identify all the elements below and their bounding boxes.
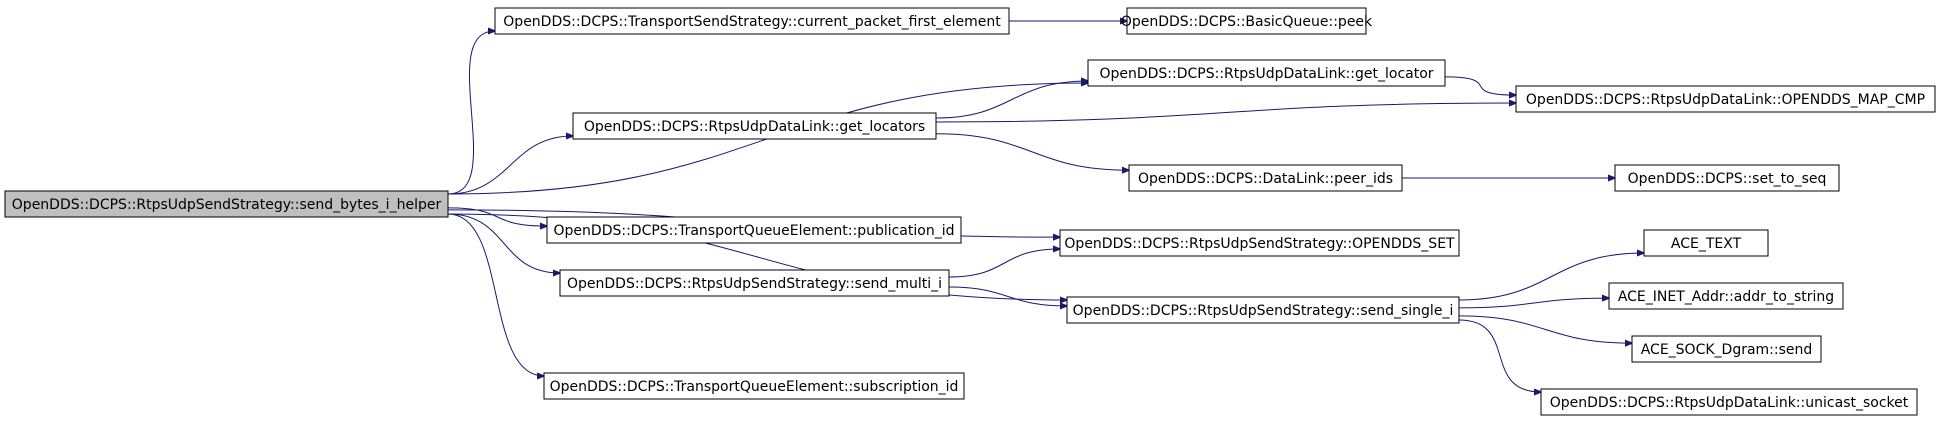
node-box: [1059, 229, 1460, 257]
node-addrstr[interactable]: ACE_INET_Addr::addr_to_string: [1608, 282, 1844, 310]
edge-root-to-subid: [447, 213, 544, 376]
node-box: [572, 112, 937, 140]
edge-root-to-cpfe: [447, 31, 495, 195]
node-label: OpenDDS::DCPS::TransportQueueElement::pu…: [554, 223, 955, 239]
node-box: [1631, 335, 1822, 363]
node-box: [1087, 59, 1446, 87]
node-label: OpenDDS::DCPS::set_to_seq: [1628, 171, 1827, 187]
node-label: OpenDDS::DCPS::RtpsUdpSendStrategy::send…: [12, 197, 442, 213]
node-subid[interactable]: OpenDDS::DCPS::TransportQueueElement::su…: [543, 372, 965, 400]
node-dgram[interactable]: ACE_SOCK_Dgram::send: [1631, 335, 1822, 363]
edge-getloc-to-mapcmp: [1444, 76, 1516, 95]
node-peerids[interactable]: OpenDDS::DCPS::DataLink::peer_ids: [1128, 164, 1403, 192]
node-box: [494, 7, 1010, 35]
node-mapcmp[interactable]: OpenDDS::DCPS::RtpsUdpDataLink::OPENDDS_…: [1515, 85, 1936, 113]
node-peek[interactable]: OpenDDS::DCPS::BasicQueue::peek: [1121, 7, 1373, 35]
node-label: OpenDDS::DCPS::RtpsUdpDataLink::get_loca…: [584, 119, 925, 135]
node-label: OpenDDS::DCPS::RtpsUdpSendStrategy::send…: [1073, 303, 1454, 319]
node-label: ACE_TEXT: [1671, 236, 1742, 252]
edge-multi-to-single: [948, 286, 1067, 306]
node-box: [1614, 164, 1840, 192]
node-box: [1608, 282, 1844, 310]
node-unicast[interactable]: OpenDDS::DCPS::RtpsUdpDataLink::unicast_…: [1540, 388, 1918, 416]
edge-root-to-pubid: [447, 207, 547, 226]
node-single[interactable]: OpenDDS::DCPS::RtpsUdpSendStrategy::send…: [1066, 296, 1460, 324]
node-box: [1126, 7, 1367, 35]
edge-root-to-multi: [447, 213, 560, 273]
node-getloc[interactable]: OpenDDS::DCPS::RtpsUdpDataLink::get_loca…: [1087, 59, 1446, 87]
node-root[interactable]: OpenDDS::DCPS::RtpsUdpSendStrategy::send…: [4, 190, 449, 218]
edges-layer: [447, 21, 1644, 392]
node-cpfe[interactable]: OpenDDS::DCPS::TransportSendStrategy::cu…: [494, 7, 1010, 35]
node-label: OpenDDS::DCPS::RtpsUdpSendStrategy::send…: [567, 276, 942, 292]
node-pubid[interactable]: OpenDDS::DCPS::TransportQueueElement::pu…: [546, 216, 962, 244]
edge-getlocs-to-getloc: [935, 81, 1088, 119]
node-box: [1515, 85, 1936, 113]
node-label: OpenDDS::DCPS::TransportSendStrategy::cu…: [503, 14, 1001, 30]
edge-root-to-getlocs: [447, 136, 573, 195]
edge-getlocs-to-peerids: [935, 133, 1129, 170]
edge-single-to-acetext: [1458, 253, 1644, 301]
node-multi[interactable]: OpenDDS::DCPS::RtpsUdpSendStrategy::send…: [559, 269, 950, 297]
edge-multi-to-oset: [948, 249, 1060, 278]
node-label: OpenDDS::DCPS::RtpsUdpDataLink::unicast_…: [1550, 395, 1909, 411]
edge-single-to-unicast: [1458, 319, 1541, 392]
node-label: OpenDDS::DCPS::RtpsUdpDataLink::OPENDDS_…: [1526, 92, 1925, 108]
nodes-layer: OpenDDS::DCPS::RtpsUdpSendStrategy::send…: [4, 7, 1936, 416]
node-box: [543, 372, 965, 400]
node-label: OpenDDS::DCPS::RtpsUdpDataLink::get_loca…: [1099, 66, 1433, 82]
node-box: [1540, 388, 1918, 416]
node-label: OpenDDS::DCPS::RtpsUdpSendStrategy::OPEN…: [1064, 236, 1455, 252]
node-label: OpenDDS::DCPS::TransportQueueElement::su…: [550, 379, 959, 395]
edge-single-to-dgram: [1458, 315, 1632, 343]
node-label: ACE_SOCK_Dgram::send: [1641, 342, 1813, 358]
node-box: [559, 269, 950, 297]
node-box: [4, 190, 449, 218]
node-label: OpenDDS::DCPS::BasicQueue::peek: [1121, 14, 1373, 30]
edge-single-to-addrstr: [1458, 298, 1609, 309]
node-box: [546, 216, 962, 244]
node-box: [1643, 229, 1769, 257]
node-acetext[interactable]: ACE_TEXT: [1643, 229, 1769, 257]
node-getlocs[interactable]: OpenDDS::DCPS::RtpsUdpDataLink::get_loca…: [572, 112, 937, 140]
node-box: [1066, 296, 1460, 324]
node-oset[interactable]: OpenDDS::DCPS::RtpsUdpSendStrategy::OPEN…: [1059, 229, 1460, 257]
edge-getlocs-to-mapcmp: [935, 103, 1516, 123]
node-label: OpenDDS::DCPS::DataLink::peer_ids: [1138, 171, 1393, 187]
node-label: ACE_INET_Addr::addr_to_string: [1618, 289, 1834, 305]
node-settoseq[interactable]: OpenDDS::DCPS::set_to_seq: [1614, 164, 1840, 192]
node-box: [1128, 164, 1403, 192]
